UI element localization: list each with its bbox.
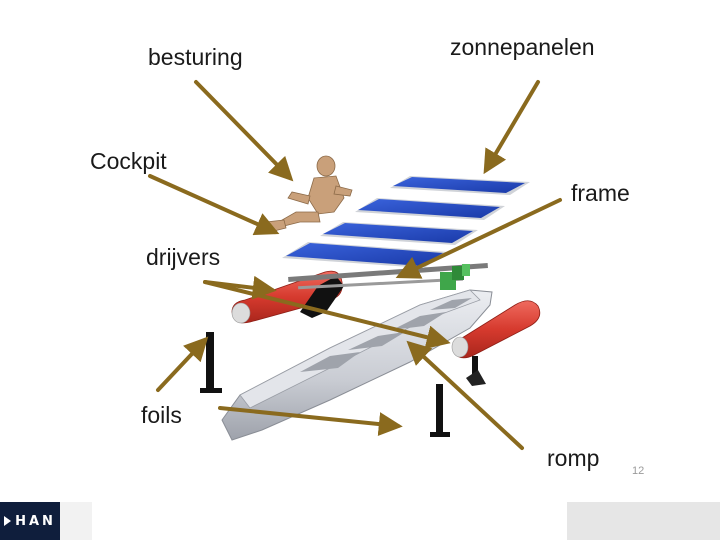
arrow-foils-2 [218,406,403,437]
footer-right-band [567,502,720,540]
arrow-zonnepanelen [483,80,540,175]
han-logo: HAN [0,502,60,540]
label-foils: foils [141,402,182,428]
pilot-figure [261,155,353,233]
electronics-box [440,264,470,290]
foils [200,332,486,437]
label-romp: romp [547,445,600,471]
label-cockpit: Cockpit [90,148,167,174]
arrow-foils-1 [156,336,209,392]
arrow-romp [406,340,524,450]
arrow-frame [395,198,562,279]
solar-panel [390,176,530,195]
label-zonnepanelen: zonnepanelen [450,34,595,60]
label-frame: frame [571,180,630,206]
solar-panel [355,198,505,220]
arrow-drijvers-2 [203,280,451,350]
play-triangle-icon [4,516,12,526]
label-drijvers: drijvers [146,244,221,270]
logo-text: HAN [15,513,56,529]
label-besturing: besturing [148,44,243,70]
solar-panel [320,222,478,245]
arrow-cockpit [148,174,280,236]
arrow-besturing [194,80,294,182]
callout-arrows [148,80,562,450]
floater-right [451,300,541,359]
page-number: 12 [632,465,645,477]
floater-left [231,270,343,324]
